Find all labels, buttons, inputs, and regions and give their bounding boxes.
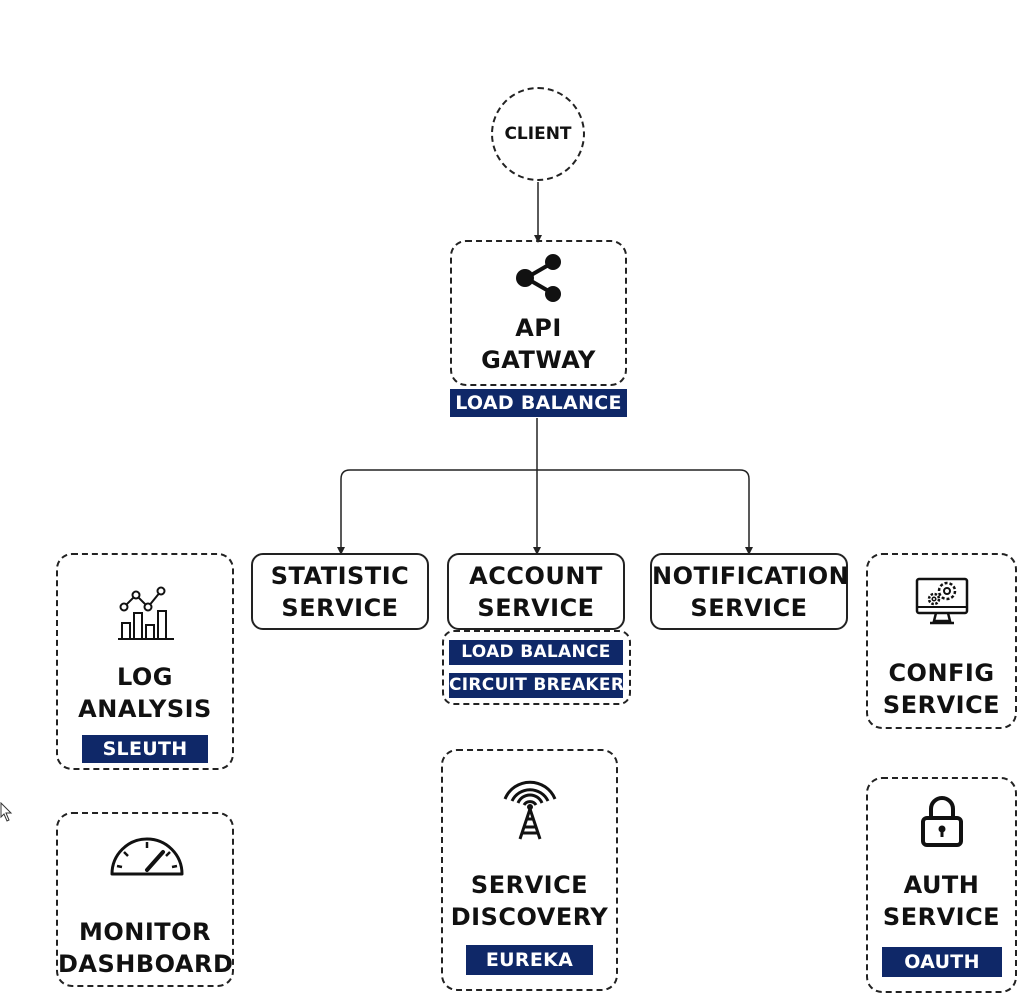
log-analysis-line1: LOG bbox=[116, 663, 174, 691]
gateway-load-balance-tag: LOAD BALANCE bbox=[450, 389, 627, 417]
service-discovery-line2: DISCOVERY bbox=[450, 903, 609, 931]
branch-to-statistic-arrow bbox=[337, 469, 537, 555]
statistic-service-line1: STATISTIC bbox=[270, 562, 410, 590]
client-node: CLIENT bbox=[491, 87, 585, 181]
config-service-line2: SERVICE bbox=[882, 691, 1001, 719]
branch-to-notification-arrow bbox=[537, 469, 753, 555]
analytics-chart-icon bbox=[118, 586, 174, 640]
service-discovery-line1: SERVICE bbox=[470, 871, 589, 899]
account-service-box: ACCOUNT SERVICE bbox=[447, 553, 625, 630]
notification-service-line1: NOTIFICATION bbox=[652, 562, 850, 590]
notification-service-line2: SERVICE bbox=[690, 594, 808, 622]
client-label: CLIENT bbox=[504, 124, 572, 144]
mouse-cursor-icon bbox=[0, 802, 13, 822]
api-gateway-title-line1: API bbox=[515, 314, 562, 342]
sleuth-tag: SLEUTH bbox=[82, 735, 208, 763]
monitor-dashboard-line1: MONITOR bbox=[78, 918, 212, 946]
monitor-dashboard-line2: DASHBOARD bbox=[58, 950, 234, 978]
log-analysis-line2: ANALYSIS bbox=[78, 695, 212, 723]
share-icon bbox=[516, 254, 561, 302]
padlock-icon bbox=[921, 796, 963, 847]
eureka-tag: EUREKA bbox=[466, 945, 593, 975]
monitor-gears-icon bbox=[915, 577, 969, 625]
account-service-line1: ACCOUNT bbox=[469, 562, 603, 590]
auth-service-line1: AUTH bbox=[903, 871, 980, 899]
auth-service-box: AUTH SERVICE bbox=[866, 777, 1017, 993]
config-service-line1: CONFIG bbox=[888, 659, 995, 687]
account-service-line2: SERVICE bbox=[477, 594, 595, 622]
account-circuit-breaker-tag: CIRCUIT BREAKER bbox=[449, 673, 624, 698]
statistic-service-box: STATISTIC SERVICE bbox=[251, 553, 429, 630]
api-gateway-title-line2: GATWAY bbox=[481, 346, 596, 374]
api-gateway-box: API GATWAY bbox=[450, 240, 627, 386]
account-load-balance-tag: LOAD BALANCE bbox=[449, 640, 623, 665]
config-service-box: CONFIG SERVICE bbox=[866, 553, 1017, 729]
auth-service-line2: SERVICE bbox=[882, 903, 1001, 931]
notification-service-box: NOTIFICATION SERVICE bbox=[650, 553, 850, 630]
log-analysis-box: LOG ANALYSIS bbox=[56, 553, 234, 770]
service-discovery-box: SERVICE DISCOVERY bbox=[441, 749, 618, 991]
antenna-tower-icon bbox=[503, 780, 557, 840]
oauth-tag: OAUTH bbox=[882, 947, 1002, 977]
monitor-dashboard-box: MONITOR DASHBOARD bbox=[56, 812, 234, 987]
statistic-service-line2: SERVICE bbox=[281, 594, 399, 622]
speedometer-icon bbox=[110, 837, 184, 876]
account-tags-box bbox=[442, 630, 631, 705]
